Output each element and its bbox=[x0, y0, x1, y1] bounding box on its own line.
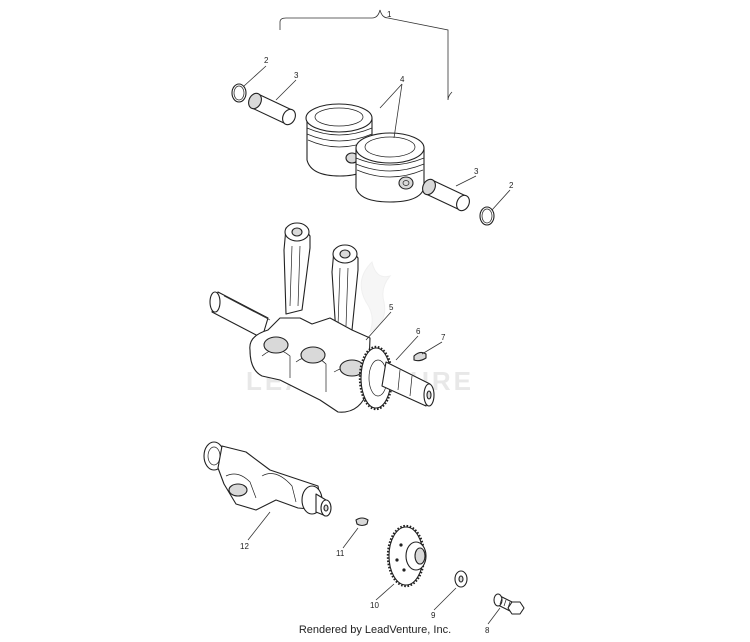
callout-2-right: 2 bbox=[509, 181, 514, 190]
callout-12: 12 bbox=[240, 542, 249, 551]
balance-shaft bbox=[203, 441, 332, 517]
callout-5: 5 bbox=[389, 303, 394, 312]
callout-6: 6 bbox=[416, 327, 421, 336]
callout-2-left: 2 bbox=[264, 56, 269, 65]
bracket-1 bbox=[279, 9, 453, 101]
snap-ring-left bbox=[231, 83, 247, 103]
washer bbox=[454, 570, 468, 588]
piston-pin-left bbox=[248, 92, 296, 126]
piston-pin-right bbox=[422, 178, 470, 212]
callout-9: 9 bbox=[431, 611, 436, 620]
callout-1: 1 bbox=[387, 10, 392, 19]
watermark-logo bbox=[360, 261, 392, 334]
callout-11: 11 bbox=[336, 549, 345, 558]
snap-ring-right bbox=[479, 206, 495, 226]
crankshaft-assembly bbox=[209, 222, 435, 413]
callout-4: 4 bbox=[400, 75, 405, 84]
piston-right bbox=[355, 132, 425, 203]
flange-bolt bbox=[493, 593, 525, 615]
callout-10: 10 bbox=[370, 601, 379, 610]
woodruff-key-lower bbox=[355, 517, 369, 527]
woodruff-key-upper bbox=[413, 351, 427, 362]
footer-credit: Rendered by LeadVenture, Inc. bbox=[298, 624, 452, 636]
callout-3-left: 3 bbox=[294, 71, 299, 80]
callout-8: 8 bbox=[485, 626, 490, 635]
callout-7: 7 bbox=[441, 333, 446, 342]
callout-3-right: 3 bbox=[474, 167, 479, 176]
balance-gear bbox=[386, 524, 427, 588]
